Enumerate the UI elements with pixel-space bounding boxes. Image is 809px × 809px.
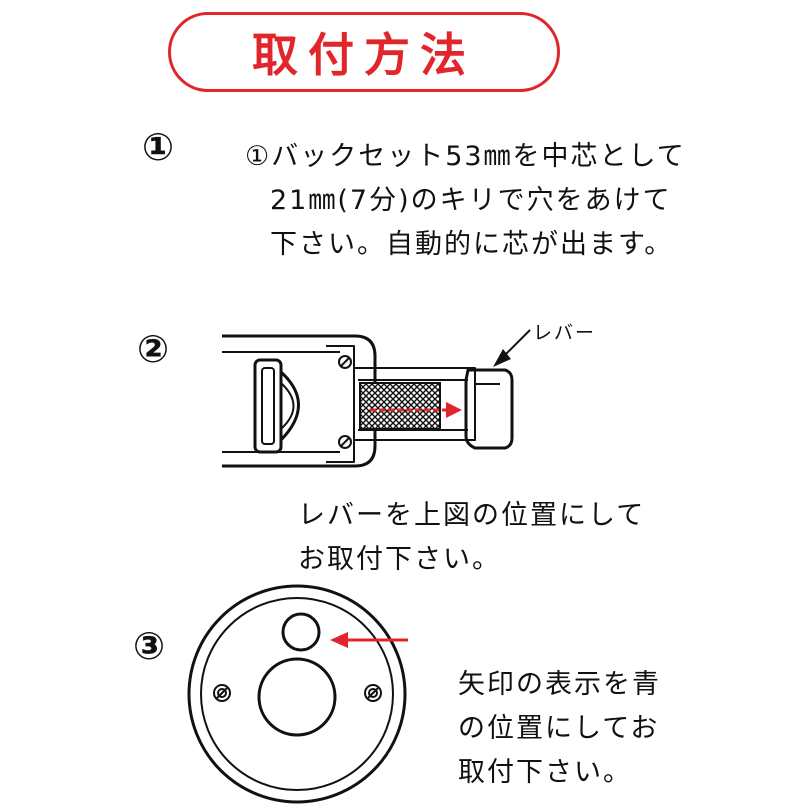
step-1-line-2: 21㎜(7分)のキリで穴をあけて — [270, 185, 672, 216]
step-3-line-1: 矢印の表示を青 — [458, 669, 661, 700]
red-arrow-icon — [330, 632, 408, 648]
step-2-number: ② — [137, 327, 170, 371]
step-1-line-3: 下さい。自動的に芯が出ます。 — [270, 229, 674, 260]
red-arrow-icon — [370, 402, 462, 418]
lever-callout-label: レバー — [533, 322, 597, 344]
step-1-number: ① — [142, 125, 175, 169]
step-3-text: 矢印の表示を青 の位置にしてお 取付下さい。 — [458, 663, 661, 795]
rose-inner-ring — [200, 597, 394, 791]
title-frame: 取付方法 — [168, 12, 560, 92]
screw-icon — [213, 684, 382, 702]
screw-icon — [338, 355, 352, 449]
rose-outer-ring — [187, 584, 407, 804]
step-3-line-3: 取付下さい。 — [458, 757, 632, 788]
step-2-text: レバーを上図の位置にして お取付下さい。 — [298, 494, 645, 582]
step-1-line-1: ①バックセット53㎜を中芯として — [245, 141, 686, 172]
page-title: 取付方法 — [252, 28, 476, 82]
step-2-line-1: レバーを上図の位置にして — [298, 500, 646, 531]
step-3-line-2: の位置にしてお — [458, 713, 660, 744]
indicator-hole — [281, 612, 321, 652]
knurled-grip — [359, 382, 441, 430]
step-3-number: ③ — [133, 624, 166, 668]
callout-arrow-icon — [493, 329, 531, 367]
spindle-hole — [257, 657, 337, 737]
step-1-text: ①バックセット53㎜を中芯として 21㎜(7分)のキリで穴をあけて 下さい。自動… — [245, 135, 686, 267]
step-2-line-2: お取付下さい。 — [298, 544, 501, 575]
